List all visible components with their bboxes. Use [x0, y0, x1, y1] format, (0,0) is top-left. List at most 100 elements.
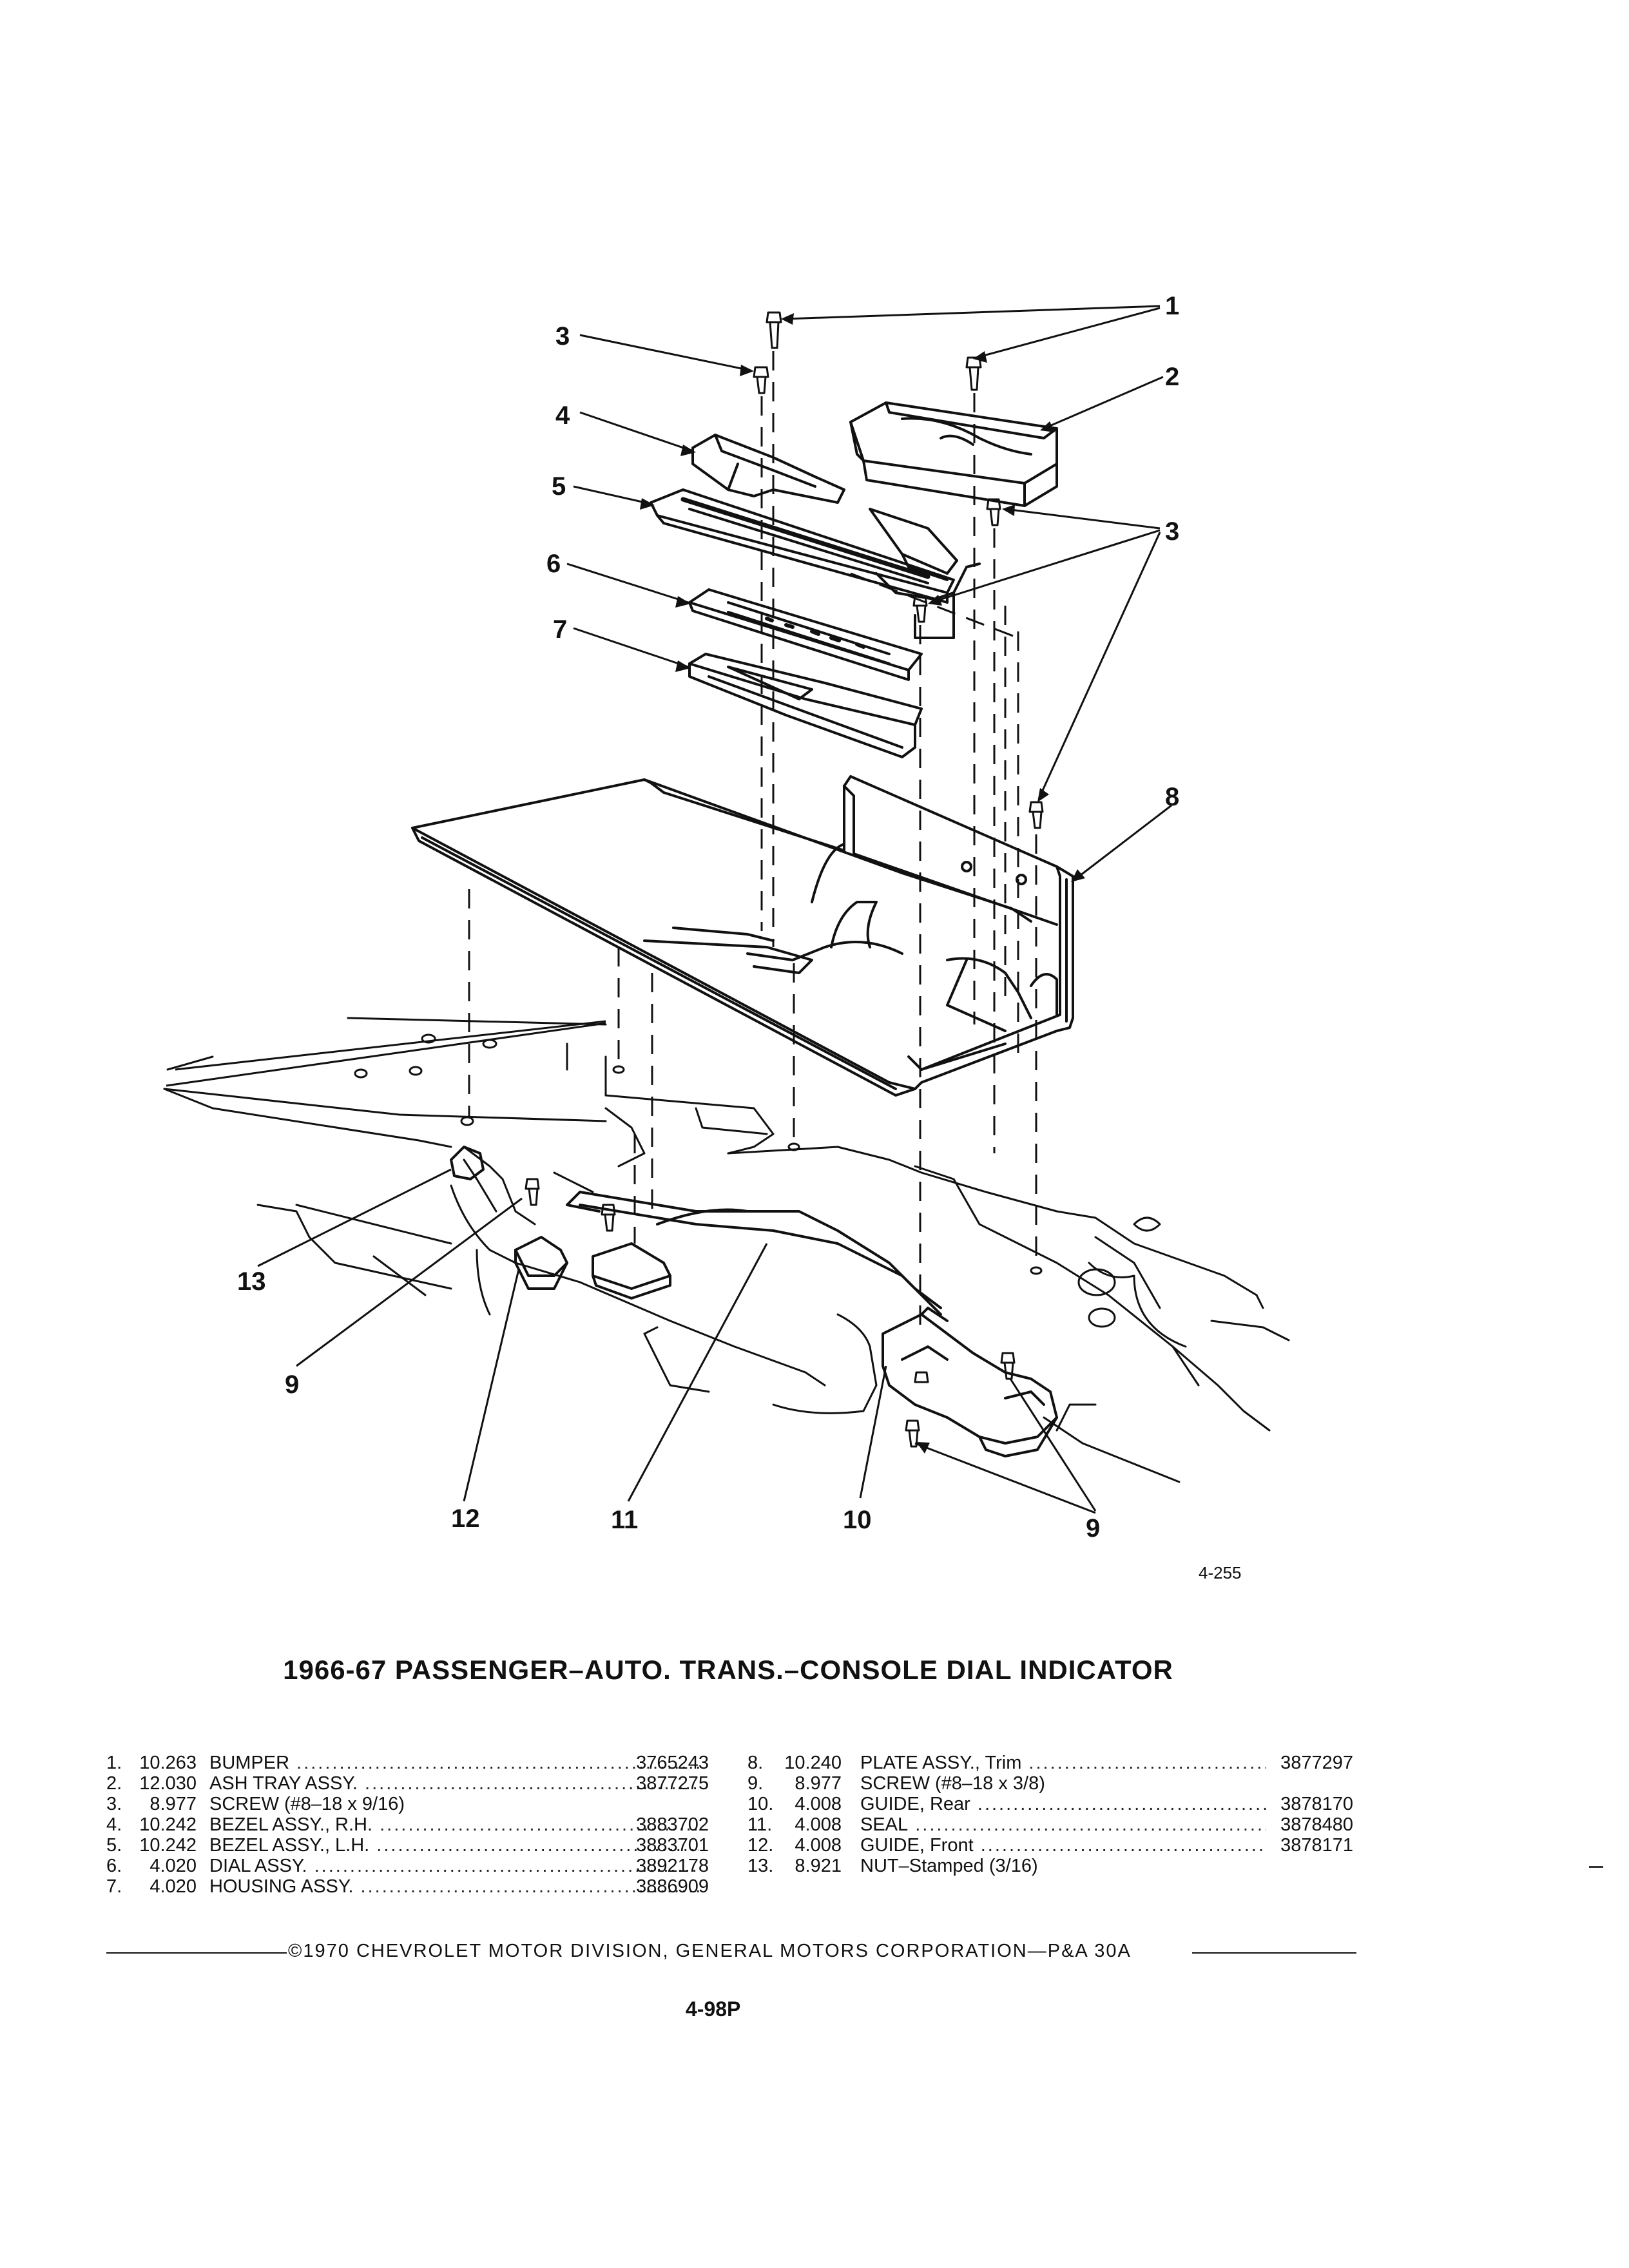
- part-number: 3878170: [1280, 1794, 1353, 1814]
- part-group-code: 4.008: [795, 1814, 842, 1835]
- part-number: 3765243: [636, 1753, 709, 1773]
- callout-8: 8: [1165, 783, 1179, 811]
- parts-list-row: 3. 8.977 SCREW (#8–18 x 9/16): [106, 1794, 709, 1814]
- dial-drawing: [688, 588, 923, 681]
- dot-leader: ........................................…: [376, 1835, 699, 1856]
- dot-leader: ........................................…: [307, 1856, 699, 1876]
- rule-left: [106, 1952, 287, 1954]
- part-description: BUMPER .................................…: [209, 1753, 699, 1773]
- part-group-code: 4.020: [149, 1876, 197, 1897]
- part-group-code: 8.977: [795, 1773, 842, 1794]
- part-item-number: 5.: [106, 1835, 122, 1856]
- part-group-code: 10.263: [139, 1753, 197, 1773]
- callout-4: 4: [555, 401, 570, 430]
- parts-list-right: 8. 10.240 PLATE ASSY., Trim ..............…: [747, 1753, 1353, 1876]
- part-group-code: 10.240: [784, 1753, 842, 1773]
- part-description-text: GUIDE, Rear: [860, 1794, 970, 1814]
- trim-plate-drawing: [411, 775, 1074, 1097]
- part-item-number: 8.: [747, 1753, 764, 1773]
- ash-tray-drawing: [849, 401, 1058, 507]
- copyright-line: ©1970 CHEVROLET MOTOR DIVISION, GENERAL …: [106, 1941, 1356, 1966]
- part-description-text: HOUSING ASSY.: [209, 1876, 354, 1897]
- part-item-number: 13.: [747, 1856, 774, 1876]
- callout-3-top: 3: [555, 322, 570, 351]
- part-description-text: NUT–Stamped (3/16): [860, 1856, 1038, 1876]
- floor-pan-drawing: [163, 1017, 1290, 1483]
- part-description-text: SEAL: [860, 1814, 909, 1835]
- seal-drawing: [566, 1191, 942, 1316]
- part-group-code: 10.242: [139, 1835, 197, 1856]
- dot-leader: ........................................…: [289, 1753, 699, 1773]
- screw-drawings: [525, 311, 1044, 1448]
- parts-list-row: 5. 10.242 BEZEL ASSY., L.H. ..............…: [106, 1835, 709, 1856]
- callout-6: 6: [546, 550, 561, 578]
- callout-9-right: 9: [1086, 1514, 1100, 1542]
- part-description: NUT–Stamped (3/16): [860, 1856, 1266, 1876]
- bezel-rh-drawing: [691, 434, 845, 504]
- dot-leader: ........................................…: [977, 1794, 1266, 1814]
- part-item-number: 2.: [106, 1773, 122, 1794]
- dot-leader: ........................................…: [980, 1835, 1266, 1856]
- parts-list-row: 6. 4.020 DIAL ASSY. ......................…: [106, 1856, 709, 1876]
- rule-right: [1192, 1952, 1356, 1954]
- part-description-text: SCREW (#8–18 x 9/16): [209, 1794, 405, 1814]
- part-description: BEZEL ASSY., R.H. ......................…: [209, 1814, 699, 1835]
- guide-bracket-drawing: [592, 1242, 671, 1300]
- part-number: 3883702: [636, 1814, 709, 1835]
- part-number: 3878480: [1280, 1814, 1353, 1835]
- callout-9-left: 9: [285, 1370, 299, 1399]
- part-description-text: BEZEL ASSY., R.H.: [209, 1814, 373, 1835]
- part-item-number: 1.: [106, 1753, 122, 1773]
- stamped-nut-drawing: [450, 1146, 485, 1180]
- part-number: 3883701: [636, 1835, 709, 1856]
- part-group-code: 4.008: [795, 1794, 842, 1814]
- part-group-code: 8.977: [149, 1794, 197, 1814]
- part-item-number: 6.: [106, 1856, 122, 1876]
- part-group-code: 4.008: [795, 1835, 842, 1856]
- part-number: 3877275: [636, 1773, 709, 1794]
- part-item-number: 3.: [106, 1794, 122, 1814]
- parts-list-row: 11. 4.008 SEAL ...........................…: [747, 1814, 1353, 1835]
- part-description: DIAL ASSY. .............................…: [209, 1856, 699, 1876]
- callout-11: 11: [611, 1506, 638, 1534]
- part-description: BEZEL ASSY., L.H. ......................…: [209, 1835, 699, 1856]
- part-group-code: 4.020: [149, 1856, 197, 1876]
- page-title: 1966-67 PASSENGER–AUTO. TRANS.–CONSOLE D…: [283, 1655, 1173, 1685]
- part-number: 3878171: [1280, 1835, 1353, 1856]
- part-description-text: BEZEL ASSY., L.H.: [209, 1835, 370, 1856]
- parts-list-left: 1. 10.263 BUMPER .........................…: [106, 1753, 709, 1897]
- part-description-text: GUIDE, Front: [860, 1835, 974, 1856]
- dot-leader: ........................................…: [1028, 1753, 1266, 1773]
- callout-1: 1: [1165, 292, 1179, 320]
- part-description-text: BUMPER: [209, 1753, 290, 1773]
- part-description-text: ASH TRAY ASSY.: [209, 1773, 358, 1794]
- part-description: SEAL ...................................…: [860, 1814, 1266, 1835]
- part-description: GUIDE, Rear ............................…: [860, 1794, 1266, 1814]
- floor-holes-drawing: [354, 1033, 1043, 1275]
- part-item-number: 4.: [106, 1814, 122, 1835]
- dot-leader: ........................................…: [360, 1876, 699, 1897]
- part-description: SCREW (#8–18 x 9/16): [209, 1794, 699, 1814]
- dot-leader: ........................................…: [380, 1814, 699, 1835]
- part-item-number: 11.: [747, 1814, 773, 1835]
- guide-front-drawing: [514, 1236, 568, 1290]
- bezel-lh-drawing: [650, 488, 981, 639]
- part-item-number: 7.: [106, 1876, 122, 1897]
- part-number: 3877297: [1280, 1753, 1353, 1773]
- dot-leader: ........................................…: [915, 1814, 1266, 1835]
- parts-list-row: 10. 4.008 GUIDE, Rear ....................…: [747, 1794, 1353, 1814]
- guide-rear-drawing: [882, 1307, 1058, 1457]
- parts-list-row: 1. 10.263 BUMPER .........................…: [106, 1753, 709, 1773]
- callout-5: 5: [552, 472, 566, 501]
- part-item-number: 10.: [747, 1794, 774, 1814]
- part-description: PLATE ASSY., Trim ......................…: [860, 1753, 1266, 1773]
- callout-13: 13: [237, 1267, 266, 1296]
- exploded-view-diagram: 1 2 3 4 5 6 7 8 3 13 9 12 11 10 9 4-255: [163, 292, 1290, 1582]
- part-description: SCREW (#8–18 x 3/8): [860, 1773, 1266, 1794]
- part-description-text: PLATE ASSY., Trim: [860, 1753, 1022, 1773]
